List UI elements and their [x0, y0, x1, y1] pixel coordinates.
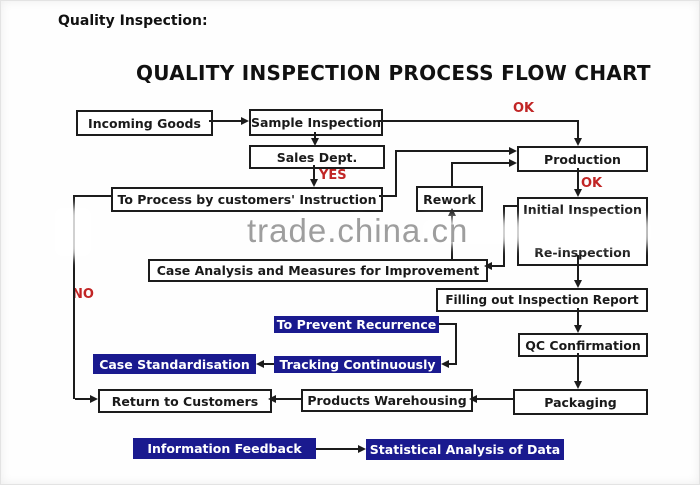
edge-production-initial	[577, 168, 579, 189]
node-products-warehousing: Products Warehousing	[301, 389, 473, 412]
label-ok-top: OK	[513, 101, 535, 116]
node-filling-report: Filling out Inspection Report	[436, 288, 648, 312]
edge-toprocess-production-1	[379, 195, 397, 197]
node-statistical-analysis: Statistical Analysis of Data	[366, 439, 564, 460]
label-yes: YES	[319, 168, 347, 183]
arrowhead	[469, 395, 477, 403]
arrowhead	[311, 138, 319, 146]
node-to-process: To Process by customers' Instruction	[111, 187, 383, 212]
edge-reinspection-filling	[577, 255, 579, 280]
edge-toprocess-production-3	[395, 150, 511, 152]
edge-no-branch-2	[73, 195, 75, 399]
arrowhead	[358, 445, 366, 453]
watermark-text: trade.china.cn	[247, 212, 469, 249]
arrowhead	[574, 381, 582, 389]
edge-qc-packaging	[577, 353, 579, 381]
chart-title: QUALITY INSPECTION PROCESS FLOW CHART	[136, 61, 651, 85]
edge-sales-toprocess	[313, 165, 315, 180]
edge-initial-case-3	[492, 265, 505, 267]
edge-initial-case-1	[503, 205, 517, 207]
node-sales-dept: Sales Dept.	[249, 145, 385, 169]
edge-no-branch-3	[75, 398, 90, 400]
arrowhead	[448, 208, 456, 216]
node-inspection-group: Initial Inspection Re-inspection	[517, 197, 648, 266]
node-production: Production	[517, 146, 648, 172]
edge-rework-production-h	[451, 162, 509, 164]
edge-warehousing-return	[276, 398, 301, 400]
edge-filling-qc	[577, 308, 579, 325]
node-initial-inspection: Initial Inspection	[523, 202, 642, 217]
node-packaging: Packaging	[513, 389, 648, 415]
arrowhead	[90, 395, 98, 403]
edge-rework-production-v	[451, 162, 453, 186]
arrowhead	[256, 360, 264, 368]
arrowhead	[268, 395, 276, 403]
arrowhead	[509, 159, 517, 167]
edge-prevent-tracking-3	[449, 363, 457, 365]
arrowhead	[574, 138, 582, 146]
edge-incoming-sample	[209, 120, 243, 122]
edge-no-branch-1	[73, 195, 111, 197]
arrowhead	[509, 147, 517, 155]
node-sample-inspection: Sample Inspection	[249, 109, 383, 136]
node-to-prevent-recurrence: To Prevent Recurrence	[274, 316, 439, 333]
edge-initial-case-2	[503, 205, 505, 267]
arrowhead	[241, 117, 249, 125]
edge-sample-production-v	[577, 122, 579, 139]
edge-prevent-tracking-1	[439, 323, 457, 325]
arrowhead	[574, 325, 582, 333]
label-ok-mid: OK	[581, 176, 603, 191]
label-no: NO	[72, 287, 94, 302]
edge-sample-production-h	[379, 120, 579, 122]
arrowhead	[574, 280, 582, 288]
edge-tracking-standardisation	[264, 363, 274, 365]
edge-sample-sales	[314, 132, 316, 140]
edge-packaging-warehousing	[477, 398, 513, 400]
arrowhead	[484, 262, 492, 270]
node-case-standardisation: Case Standardisation	[93, 354, 256, 374]
node-tracking-continuously: Tracking Continuously	[274, 356, 441, 373]
arrowhead	[574, 189, 582, 197]
arrowhead	[310, 179, 318, 187]
node-return-to-customers: Return to Customers	[98, 389, 272, 413]
edge-feedback-statistical	[316, 448, 358, 450]
edge-toprocess-production-2	[395, 151, 397, 197]
node-re-inspection: Re-inspection	[534, 245, 631, 260]
edge-prevent-tracking-2	[455, 323, 457, 365]
node-incoming-goods: Incoming Goods	[76, 110, 213, 136]
node-case-analysis: Case Analysis and Measures for Improveme…	[148, 259, 488, 282]
page-heading: Quality Inspection:	[58, 13, 208, 29]
edge-case-rework	[451, 214, 453, 259]
node-rework: Rework	[416, 186, 483, 212]
node-information-feedback: Information Feedback	[133, 438, 316, 459]
arrowhead	[441, 360, 449, 368]
node-qc-confirmation: QC Confirmation	[518, 333, 648, 357]
